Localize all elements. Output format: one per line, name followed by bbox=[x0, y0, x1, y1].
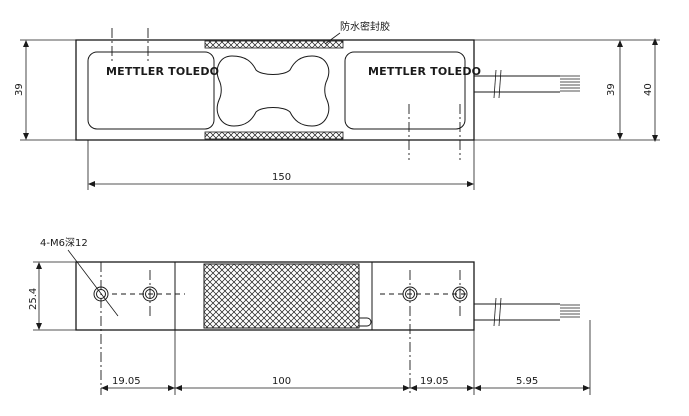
dim-width: 25.4 bbox=[28, 288, 39, 310]
top-body-outline bbox=[75, 39, 475, 141]
dim-height-right-inner: 39 bbox=[606, 83, 617, 96]
top-view: METTLER TOLEDO METTLER TOLEDO 防水密封胶 bbox=[14, 20, 660, 190]
binocular-cutout bbox=[216, 55, 330, 127]
dim-center: 100 bbox=[272, 376, 291, 387]
left-pad bbox=[87, 51, 215, 130]
bottom-cable bbox=[474, 297, 580, 327]
top-cable bbox=[474, 69, 580, 99]
dim-height-left: 39 bbox=[14, 83, 25, 96]
top-seal-band bbox=[204, 40, 344, 49]
strain-gauge-seal bbox=[203, 263, 360, 329]
dim-hole-pitch-left: 19.05 bbox=[112, 376, 141, 387]
dim-length: 150 bbox=[272, 172, 291, 183]
dim-height-right-outer: 40 bbox=[643, 83, 654, 96]
bottom-view: 4-M6深12 25.4 19.05 bbox=[28, 237, 591, 395]
brand-label-right: METTLER TOLEDO bbox=[368, 65, 481, 78]
bottom-seal-band bbox=[204, 131, 344, 140]
hole-note: 4-M6深12 bbox=[40, 237, 88, 249]
sealant-note: 防水密封胶 bbox=[340, 20, 390, 33]
dim-hole-pitch-right: 19.05 bbox=[420, 376, 449, 387]
brand-label-left: METTLER TOLEDO bbox=[106, 65, 219, 78]
dim-cable: 5.95 bbox=[516, 376, 538, 387]
right-pad bbox=[344, 51, 466, 130]
